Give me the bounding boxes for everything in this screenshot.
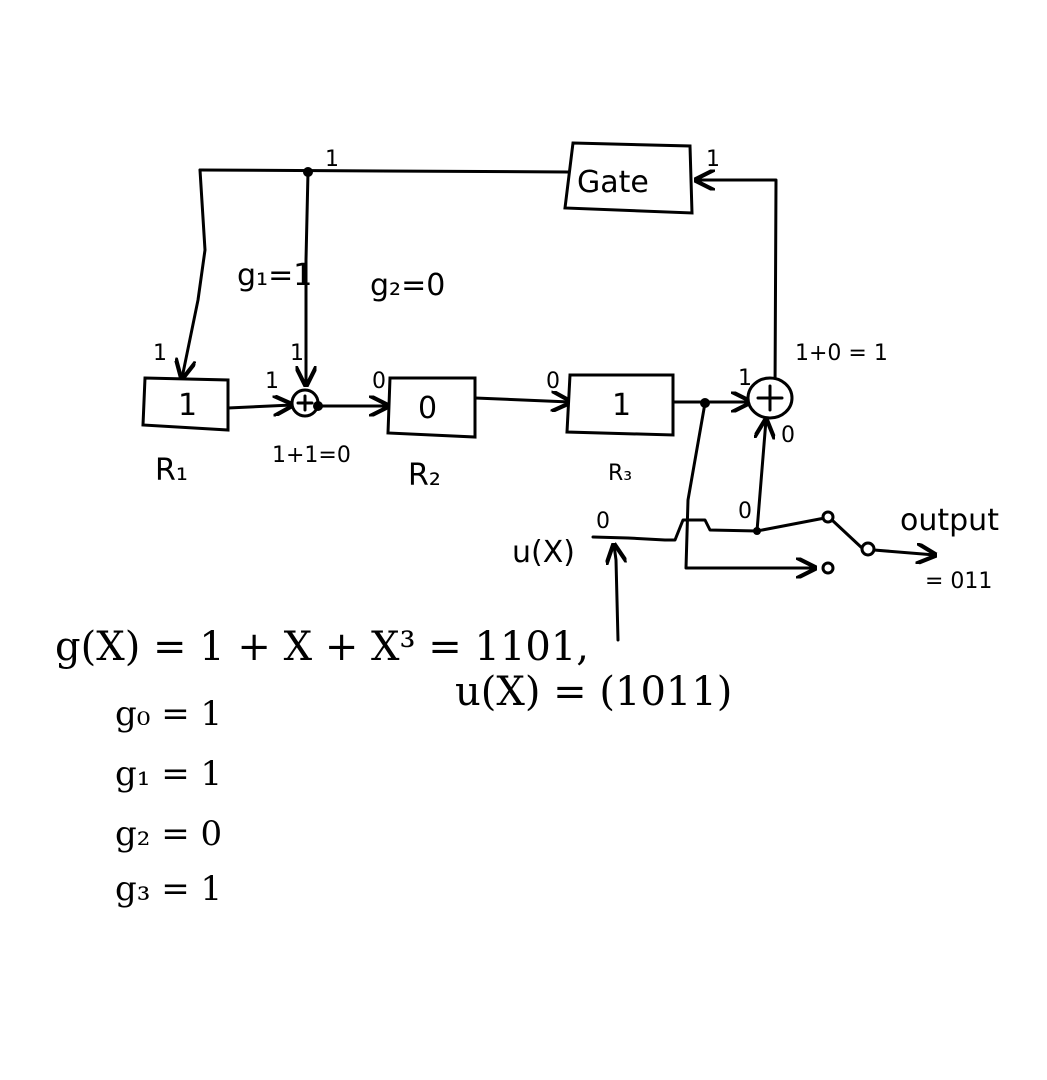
plus-icon [296,394,314,412]
register-r1-value: 1 [178,388,197,423]
register-r1-input-value: 1 [153,341,167,366]
feedback-wire-to-adder1 [306,170,308,385]
register-r3 [565,373,675,437]
adder1-sum-label: 1+1=0 [272,443,351,468]
gate-input-wire [696,180,778,397]
register-r1 [141,376,230,432]
input-wire [591,515,832,542]
coefficient-g0: g₀ = 1 [115,694,222,734]
output-label: output [900,503,999,538]
feedback-value-label: 1 [325,147,339,172]
register-r3-value: 1 [612,388,631,423]
wire-r1-adder1 [226,405,292,408]
adder2-bottom-input-value: 0 [781,423,795,448]
junction-dot [303,167,313,177]
junction-dot [753,527,761,535]
feedback-wire-to-r1 [182,168,207,378]
switch-pivot [860,541,876,557]
switch-contact-top [821,510,835,524]
coefficient-g3: g₃ = 1 [115,869,222,909]
coefficient-g2: g₂ = 0 [115,814,222,854]
register-r2-input-value: 0 [372,369,386,394]
r3-tap-wire [684,401,815,568]
register-r1-name: R₁ [155,453,188,488]
adder2-sum-label: 1+0 = 1 [795,341,888,366]
input-value: 0 [596,509,610,534]
message-polynomial: u(X) = (1011) [455,669,732,715]
register-r3-input-value: 0 [546,369,560,394]
gate-label: Gate [577,165,649,200]
register-r3-name: R₃ [608,461,632,486]
g2-label: g₂=0 [370,268,445,303]
gate-input-value: 1 [706,147,720,172]
coefficient-g1: g₁ = 1 [115,754,222,794]
gate-box [563,141,694,215]
wire-r2-r3 [473,398,570,402]
register-r2 [386,376,477,439]
input-branch-value: 0 [738,499,752,524]
generator-polynomial: g(X) = 1 + X + X³ = 1101, [55,624,589,670]
adder1-left-input-value: 1 [265,369,279,394]
register-r2-name: R₂ [408,458,441,493]
output-value: = 011 [925,569,992,594]
adder1-top-input-value: 1 [290,341,304,366]
switch-arm [830,518,864,550]
input-label: u(X) [512,535,575,570]
register-r2-value: 0 [418,391,437,426]
input-pointer-arrow [614,545,618,642]
g1-label: g₁=1 [237,258,312,293]
switch-contact-bottom [821,561,835,575]
feedback-wire-top [198,168,570,174]
plus-icon [756,384,784,412]
adder2-bottom-wire [757,420,766,533]
adder2-left-input-value: 1 [738,366,752,391]
output-wire [872,550,935,555]
